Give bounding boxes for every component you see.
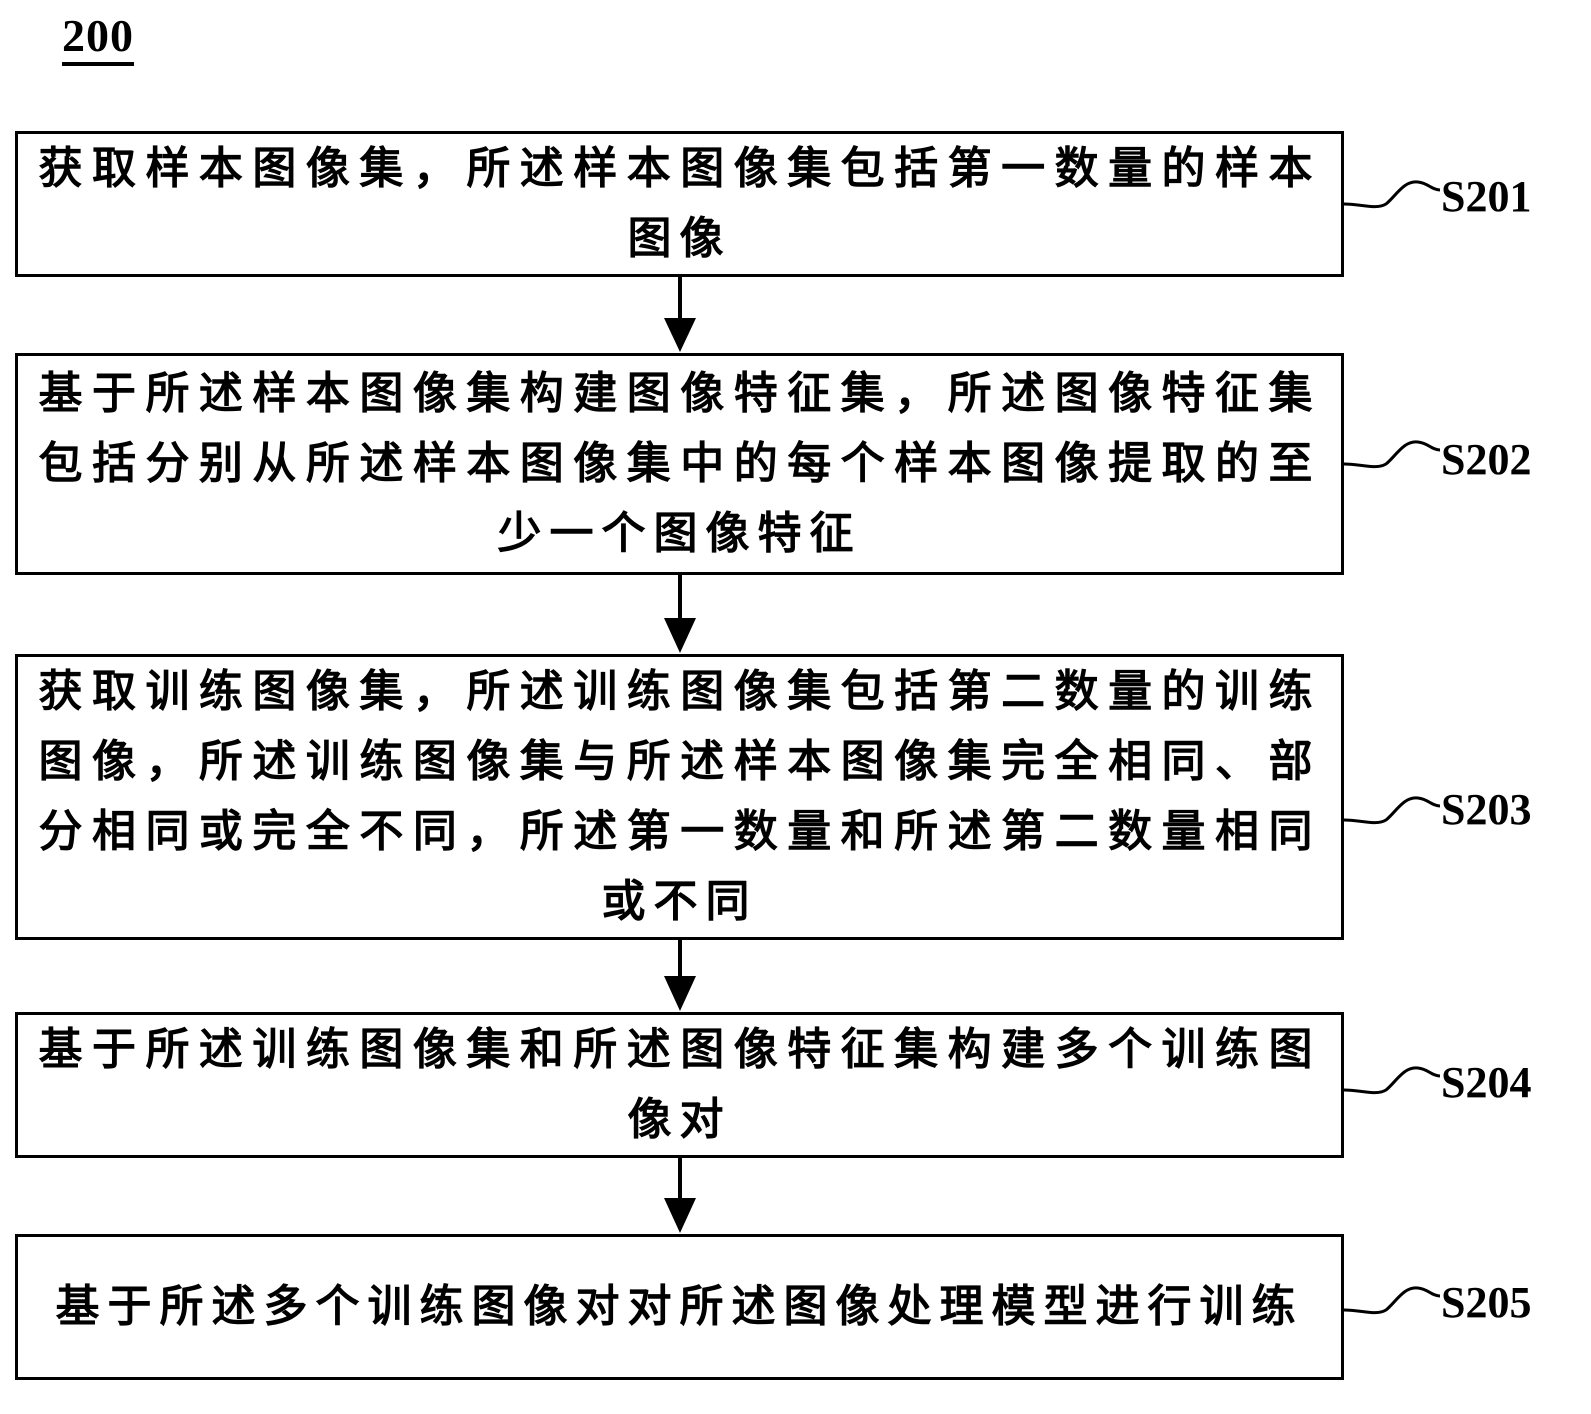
leader-s203 — [1343, 796, 1441, 825]
step-text-s203: 获取训练图像集，所述训练图像集包括第二数量的训练图像，所述训练图像集与所述样本图… — [38, 666, 1321, 927]
step-box-s204: 基于所述训练图像集和所述图像特征集构建多个训练图像对 — [15, 1012, 1344, 1158]
arrow-s204-to-s205 — [664, 1158, 696, 1233]
leader-s202 — [1343, 440, 1441, 469]
step-label-s201: S201 — [1441, 172, 1532, 221]
step-box-s205: 基于所述多个训练图像对对所述图像处理模型进行训练 — [15, 1234, 1344, 1380]
figure-number: 200 — [62, 10, 134, 66]
arrow-s203-to-s204 — [664, 940, 696, 1011]
leader-s205 — [1343, 1286, 1441, 1315]
step-label-s204: S204 — [1441, 1058, 1532, 1107]
step-box-s203: 获取训练图像集，所述训练图像集包括第二数量的训练图像，所述训练图像集与所述样本图… — [15, 654, 1344, 940]
leader-s201 — [1343, 180, 1441, 209]
arrow-s201-to-s202 — [664, 277, 696, 352]
step-text-s204: 基于所述训练图像集和所述图像特征集构建多个训练图像对 — [38, 1024, 1321, 1145]
leader-s204 — [1343, 1066, 1441, 1095]
arrow-s202-to-s203 — [664, 575, 696, 653]
step-label-s203: S203 — [1441, 785, 1532, 834]
step-text-s201: 获取样本图像集，所述样本图像集包括第一数量的样本图像 — [38, 143, 1321, 264]
step-text-s205: 基于所述多个训练图像对对所述图像处理模型进行训练 — [55, 1281, 1304, 1332]
step-box-s202: 基于所述样本图像集构建图像特征集，所述图像特征集包括分别从所述样本图像集中的每个… — [15, 353, 1344, 575]
step-box-s201: 获取样本图像集，所述样本图像集包括第一数量的样本图像 — [15, 131, 1344, 277]
step-label-s202: S202 — [1441, 435, 1532, 484]
step-label-s205: S205 — [1441, 1278, 1532, 1327]
step-text-s202: 基于所述样本图像集构建图像特征集，所述图像特征集包括分别从所述样本图像集中的每个… — [38, 368, 1321, 559]
